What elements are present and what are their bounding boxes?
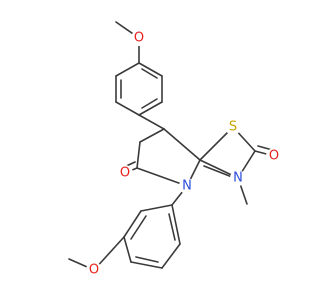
atom-label-s-thiazole: S	[229, 120, 237, 135]
atom-label-n-ring: N	[182, 179, 192, 194]
bond-4	[138, 101, 163, 116]
bond-31	[130, 261, 163, 269]
atom-n-thiazole: N	[230, 170, 246, 186]
atom-label-o-thiazolone: O	[269, 149, 279, 164]
atom-label-o-lactam: O	[120, 166, 130, 181]
atom-o-methoxy-top: O	[131, 30, 147, 46]
bond-14	[136, 167, 188, 187]
atom-o-thiazolone: O	[266, 148, 282, 164]
bond-33	[171, 204, 181, 245]
bond-16	[163, 128, 201, 161]
atom-labels-layer: O S O O N N O	[86, 30, 282, 278]
bond-8	[141, 68, 158, 79]
chemical-structure-diagram: O S O O N N O	[68, 21, 282, 278]
bond-11	[138, 114, 165, 130]
bond-13	[136, 141, 141, 169]
bond-29	[123, 210, 142, 238]
atom-s-thiazole: S	[225, 119, 241, 135]
bond-9	[141, 98, 158, 109]
bond-5	[115, 101, 140, 116]
bond-35	[135, 256, 159, 263]
bonds-layer	[68, 21, 277, 271]
bond-12	[139, 128, 165, 143]
atom-label-o-methoxy-bottom: O	[89, 263, 99, 278]
bond-34	[130, 215, 147, 240]
atom-o-methoxy-bottom: O	[86, 262, 102, 278]
atom-n-ring: N	[179, 178, 195, 194]
bond-30	[123, 236, 132, 263]
bond-32	[161, 243, 181, 269]
bond-23	[203, 165, 233, 178]
bond-7	[115, 62, 140, 77]
atom-o-lactam: O	[117, 165, 133, 181]
atom-label-n-thiazole: N	[233, 171, 243, 186]
bond-2	[138, 62, 163, 77]
bond-28	[140, 204, 173, 212]
bond-36	[168, 213, 176, 241]
atom-label-o-methoxy-top: O	[134, 31, 144, 46]
